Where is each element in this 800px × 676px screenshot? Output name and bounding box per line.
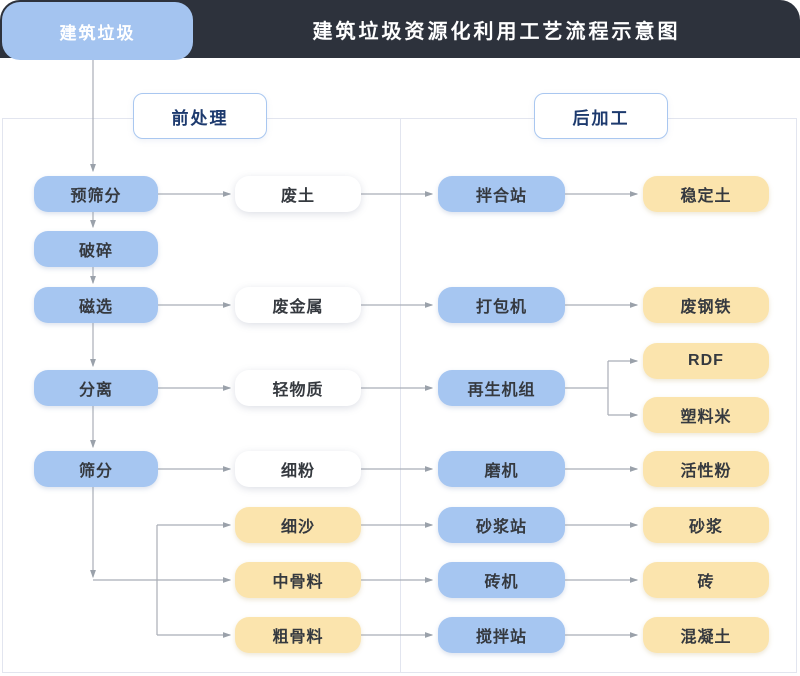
node-stabilized-soil: 稳定土 bbox=[643, 176, 769, 212]
node-waste-soil: 废土 bbox=[235, 176, 361, 212]
node-screening: 筛分 bbox=[34, 451, 158, 487]
node-fine-sand: 细沙 bbox=[235, 507, 361, 543]
node-medium-aggregate: 中骨料 bbox=[235, 562, 361, 598]
node-scrap-steel: 废钢铁 bbox=[643, 287, 769, 323]
node-coarse-aggregate: 粗骨料 bbox=[235, 617, 361, 653]
node-crushing: 破碎 bbox=[34, 231, 158, 267]
node-mixing-station: 拌合站 bbox=[438, 176, 565, 212]
node-brick-machine: 砖机 bbox=[438, 562, 565, 598]
node-light-material: 轻物质 bbox=[235, 370, 361, 406]
section-pre-processing: 前处理 bbox=[133, 93, 267, 139]
source-badge: 建筑垃圾 bbox=[2, 2, 193, 60]
node-brick: 砖 bbox=[643, 562, 769, 598]
node-mortar: 砂浆 bbox=[643, 507, 769, 543]
content-panel-frame bbox=[2, 118, 797, 673]
node-baler: 打包机 bbox=[438, 287, 565, 323]
node-regeneration-unit: 再生机组 bbox=[438, 370, 565, 406]
node-fine-powder: 细粉 bbox=[235, 451, 361, 487]
section-post-processing: 后加工 bbox=[534, 93, 668, 139]
node-separation: 分离 bbox=[34, 370, 158, 406]
node-waste-metal: 废金属 bbox=[235, 287, 361, 323]
node-pre-screening: 预筛分 bbox=[34, 176, 158, 212]
node-mill: 磨机 bbox=[438, 451, 565, 487]
panel-divider bbox=[400, 118, 401, 673]
node-mortar-station: 砂浆站 bbox=[438, 507, 565, 543]
node-magnetic-separation: 磁选 bbox=[34, 287, 158, 323]
node-active-powder: 活性粉 bbox=[643, 451, 769, 487]
node-rdf: RDF bbox=[643, 343, 769, 379]
node-plastic-pellets: 塑料米 bbox=[643, 397, 769, 433]
node-concrete-mixing-station: 搅拌站 bbox=[438, 617, 565, 653]
node-concrete: 混凝土 bbox=[643, 617, 769, 653]
page-title: 建筑垃圾资源化利用工艺流程示意图 bbox=[312, 20, 681, 43]
